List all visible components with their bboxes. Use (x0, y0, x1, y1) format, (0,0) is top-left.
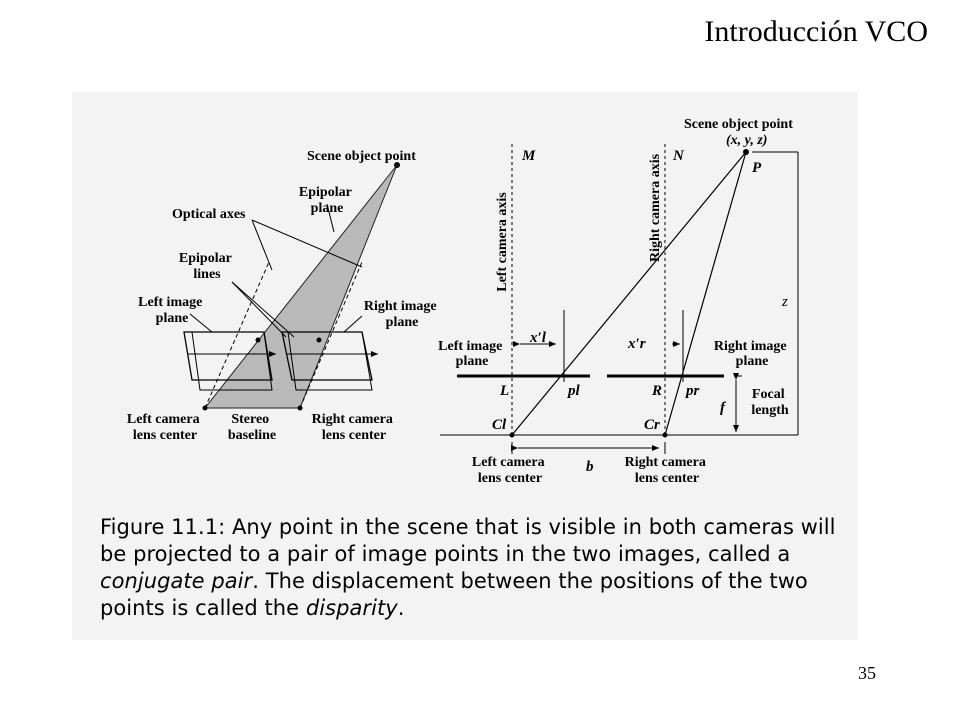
label-stereo-baseline-1: Stereo (231, 412, 269, 427)
caption-disparity: disparity (305, 596, 398, 620)
svg-text:Epipolar lines: Epipolar lines (179, 251, 235, 282)
label-right-image-plane-r1: Right image (714, 339, 787, 354)
svg-text:Left image plane: Left image plane (138, 295, 206, 326)
label-left-image-plane-r1: Left image (438, 339, 502, 354)
right-lens-center-dot (297, 405, 303, 411)
label-coords: (x, y, z) (726, 133, 767, 148)
label-left-lens-center-2: lens center (133, 428, 197, 443)
label-epipolar-plane-1: Epipolar (299, 185, 352, 200)
left-diagram: Scene object point Epipolar plane Optica… (127, 149, 440, 443)
label-focal-length-1: Focal (752, 387, 785, 402)
label-epipolar-lines-2: lines (193, 267, 221, 282)
label-right-image-plane-2: plane (386, 315, 419, 330)
svg-text:Focal length: Focal length (751, 387, 789, 418)
label-left-lens-center-r1: Left camera (472, 455, 545, 470)
svg-text:Left camera lens cente: Left camera lens center (127, 412, 203, 443)
label-f: f (720, 400, 727, 416)
label-epipolar-lines-1: Epipolar (179, 251, 232, 266)
epipolar-plane-shape (203, 164, 398, 409)
label-N: N (672, 148, 685, 164)
label-R: R (651, 383, 662, 399)
caption-conjugate-pair: conjugate pair (100, 569, 253, 593)
label-right-camera-axis: Right camera axis (648, 153, 663, 262)
svg-text:Right image plane: Right image plane (364, 299, 440, 330)
label-right-lens-center-2: lens center (322, 428, 386, 443)
label-Cl: Cl (492, 417, 507, 433)
page-number: 35 (858, 663, 876, 683)
right-diagram: Left camera axis Right camera axis M N S… (438, 117, 799, 486)
label-Cr: Cr (644, 417, 660, 433)
label-P: P (752, 160, 762, 176)
svg-text:Right image plane: Right image plane (714, 339, 790, 369)
caption-text-3: . (397, 596, 405, 620)
left-image-plane-box (191, 331, 273, 391)
label-right-lens-center-1: Right camera (312, 412, 393, 427)
label-optical-axes: Optical axes (172, 207, 246, 222)
svg-text:Right camera lens cent: Right camera lens center (625, 455, 710, 486)
ray-left (511, 151, 747, 436)
stereo-geometry-figure: Scene object point Epipolar plane Optica… (127, 117, 799, 486)
svg-text:Stereo baseline: Stereo baseline (228, 412, 276, 443)
label-epipolar-plane-2: plane (311, 201, 344, 216)
label-xl: x′l (529, 330, 547, 346)
label-scene-object-point: Scene object point (307, 149, 416, 164)
svg-text:Epipolar plane: Epipolar plane (299, 185, 355, 216)
ray-right (664, 151, 747, 436)
label-left-image-plane-2: plane (156, 311, 189, 326)
label-right-image-plane-1: Right image (364, 299, 437, 314)
left-lens-center-dot (202, 405, 208, 411)
label-focal-length-2: length (751, 403, 789, 418)
label-scene-object-point-right: Scene object point (684, 117, 793, 132)
point-P-dot (743, 149, 749, 155)
svg-text:Left camera lens cente: Left camera lens center (472, 455, 548, 486)
label-z: z (781, 294, 788, 310)
label-right-lens-center-r1: Right camera (625, 455, 706, 470)
scene-object-point-dot (394, 162, 400, 168)
label-left-lens-center-1: Left camera (127, 412, 200, 427)
label-b: b (586, 459, 594, 475)
right-image-plane-box (287, 331, 373, 391)
label-right-image-plane-r2: plane (736, 354, 769, 369)
scanned-figure: Scene object point Epipolar plane Optica… (72, 92, 858, 640)
label-right-lens-center-r2: lens center (635, 471, 699, 486)
label-xr: x′r (627, 336, 646, 352)
label-stereo-baseline-2: baseline (228, 428, 276, 443)
figure-caption: Figure 11.1: Any point in the scene that… (100, 514, 850, 622)
label-pl: pl (566, 383, 581, 399)
svg-text:Left image plane: Left image plane (438, 339, 506, 369)
label-pr: pr (684, 383, 700, 399)
label-left-lens-center-r2: lens center (478, 471, 542, 486)
point-Cl-dot (509, 432, 515, 438)
caption-text-2: . The displacement between the positions… (100, 569, 808, 620)
point-Cr-dot (662, 432, 668, 438)
svg-text:Right camera lens cent: Right camera lens center (312, 412, 397, 443)
label-M: M (521, 148, 536, 164)
caption-text-1: Figure 11.1: Any point in the scene that… (100, 515, 836, 566)
label-left-image-plane-1: Left image (138, 295, 202, 310)
slide-title: Introducción VCO (704, 15, 928, 48)
label-L: L (499, 383, 509, 399)
label-left-camera-axis: Left camera axis (495, 192, 510, 292)
label-left-image-plane-r2: plane (456, 354, 489, 369)
